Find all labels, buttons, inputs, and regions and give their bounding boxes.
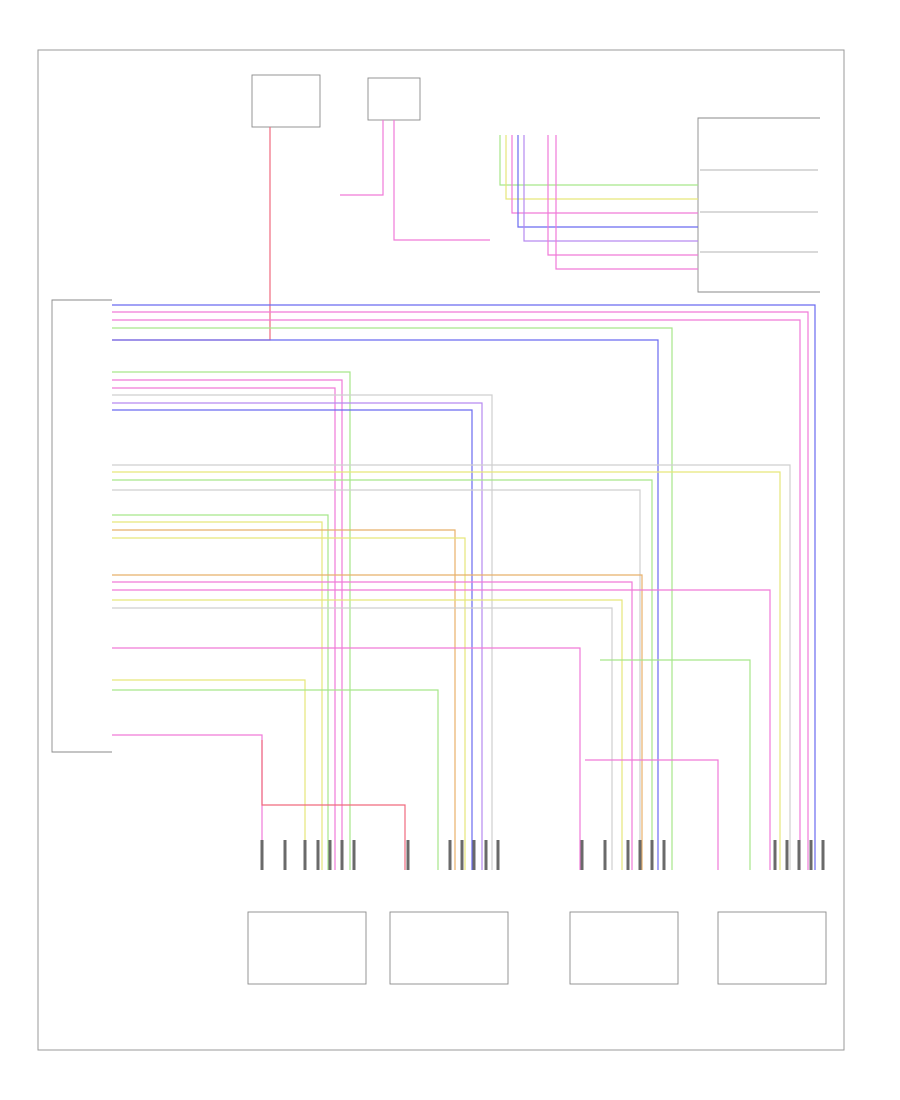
connector-pin (283, 840, 287, 870)
connector-pin (797, 840, 801, 870)
connector-pin (460, 840, 464, 870)
bus-wire (112, 464, 791, 870)
bus-wire (112, 689, 439, 870)
bus-wire (112, 471, 781, 870)
connector-pin (650, 840, 654, 870)
bus-wire (112, 647, 581, 870)
left-control-module (51, 299, 112, 753)
right-module-wire (547, 135, 698, 256)
bus-wire-green (600, 659, 751, 870)
connector-pin (352, 840, 356, 870)
wire-harness (112, 120, 816, 870)
right-module-wire (555, 135, 698, 270)
right-module-wire (499, 135, 698, 186)
bus-wire (112, 304, 816, 870)
bus-wire-pink (585, 759, 719, 870)
bus-wire (112, 479, 653, 870)
connector-pins (260, 840, 825, 870)
connector-pin (484, 840, 488, 870)
bus-wire (112, 514, 329, 870)
bus-wire (112, 679, 306, 870)
bus-wire (112, 319, 801, 870)
diagram-frame (37, 49, 845, 1051)
bus-wire (112, 599, 623, 870)
bus-wire (112, 402, 483, 870)
seat-module-3 (569, 911, 679, 985)
connector-pin (406, 840, 410, 870)
seat-module-2 (389, 911, 509, 985)
bus-wire (112, 734, 263, 870)
connector-pin (626, 840, 630, 870)
bus-wire (112, 489, 641, 870)
top-left-fuse-module (251, 74, 321, 128)
right-control-module (697, 117, 820, 293)
feed-wire-pink (393, 120, 490, 241)
connector-pin (809, 840, 813, 870)
bus-wire (112, 521, 323, 870)
connector-pin (340, 840, 344, 870)
connector-pin (472, 840, 476, 870)
feed-wire-pink (340, 120, 384, 196)
right-module-wire (511, 135, 698, 214)
bus-wire (112, 409, 473, 870)
connector-pin (328, 840, 332, 870)
bus-wire (112, 379, 343, 870)
connector-pin (821, 840, 825, 870)
seat-module-4 (717, 911, 827, 985)
top-mid-fuse-module (367, 77, 421, 121)
connector-pin (448, 840, 452, 870)
connector-pin (773, 840, 777, 870)
right-module-wire (523, 135, 698, 242)
connector-pin (662, 840, 666, 870)
bus-wire (112, 589, 771, 870)
bus-wire (112, 574, 643, 870)
bus-wire-red (261, 740, 406, 870)
connector-pin (580, 840, 584, 870)
bus-wire (112, 339, 659, 870)
right-module-wire (505, 135, 698, 200)
connector-pin (260, 840, 264, 870)
bus-wire (112, 311, 809, 870)
feed-wire-red (112, 127, 271, 341)
bus-wire (112, 394, 493, 870)
connector-pin (785, 840, 789, 870)
bus-wire (112, 387, 336, 870)
bus-wire (112, 581, 633, 870)
bus-wire (112, 529, 456, 870)
bus-wire (112, 537, 466, 870)
connector-pin (638, 840, 642, 870)
seat-module-1 (247, 911, 367, 985)
right-module-wire (517, 135, 698, 228)
bus-wire (112, 327, 673, 870)
connector-pin (303, 840, 307, 870)
connector-pin (316, 840, 320, 870)
connector-pin (496, 840, 500, 870)
bus-wire (112, 607, 613, 870)
bus-wire (112, 371, 351, 870)
connector-pin (603, 840, 607, 870)
